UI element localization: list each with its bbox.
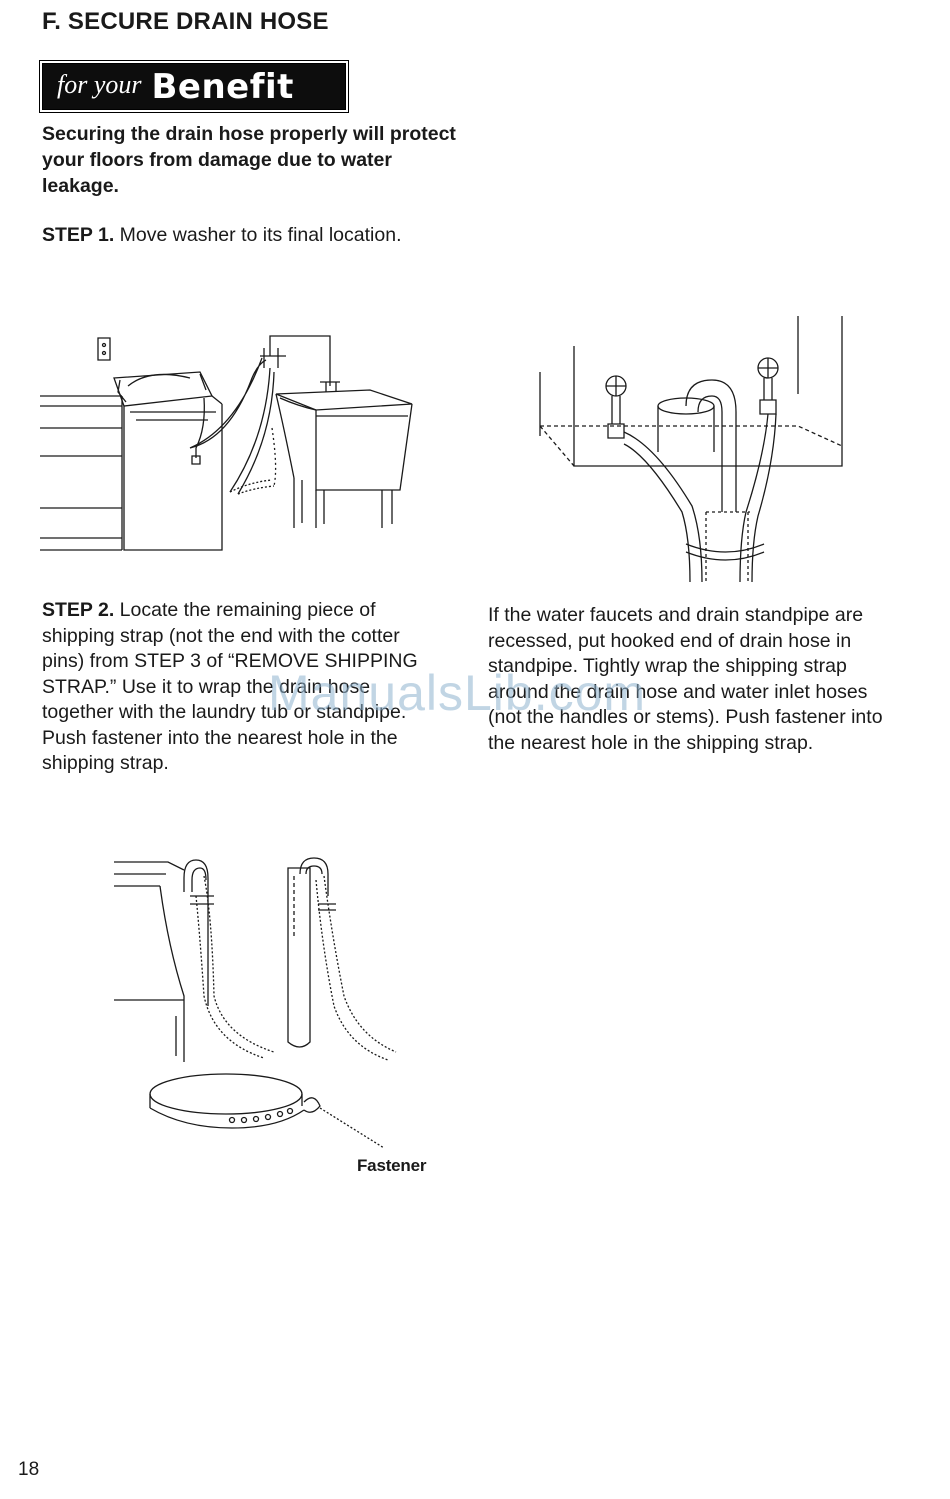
step1-text: Move washer to its final location. — [114, 224, 402, 246]
recessed-faucets-paragraph: If the water faucets and drain standpipe… — [488, 604, 883, 754]
step1-label: STEP 1. — [42, 224, 115, 246]
benefit-intro-text: Securing the drain hose properly will pr… — [42, 123, 456, 197]
strap-and-fastener-illustration — [114, 856, 404, 1136]
for-your-benefit-badge: for your Benefit — [39, 60, 349, 113]
page-number: 18 — [18, 1459, 40, 1480]
washer-and-laundry-tub-illustration — [40, 328, 420, 558]
section-heading: F. SECURE DRAIN HOSE — [42, 8, 329, 35]
recessed-standpipe-illustration — [536, 316, 846, 588]
step2-text: Locate the remaining piece of shipping s… — [42, 599, 418, 774]
badge-word: Benefit — [151, 66, 294, 107]
fastener-label: Fastener — [357, 1156, 427, 1175]
step2-label: STEP 2. — [42, 599, 115, 621]
step1-paragraph: STEP 1. Move washer to its final locatio… — [42, 223, 422, 249]
step2-paragraph: STEP 2. Locate the remaining piece of sh… — [42, 598, 442, 777]
badge-prefix: for your — [57, 69, 142, 99]
